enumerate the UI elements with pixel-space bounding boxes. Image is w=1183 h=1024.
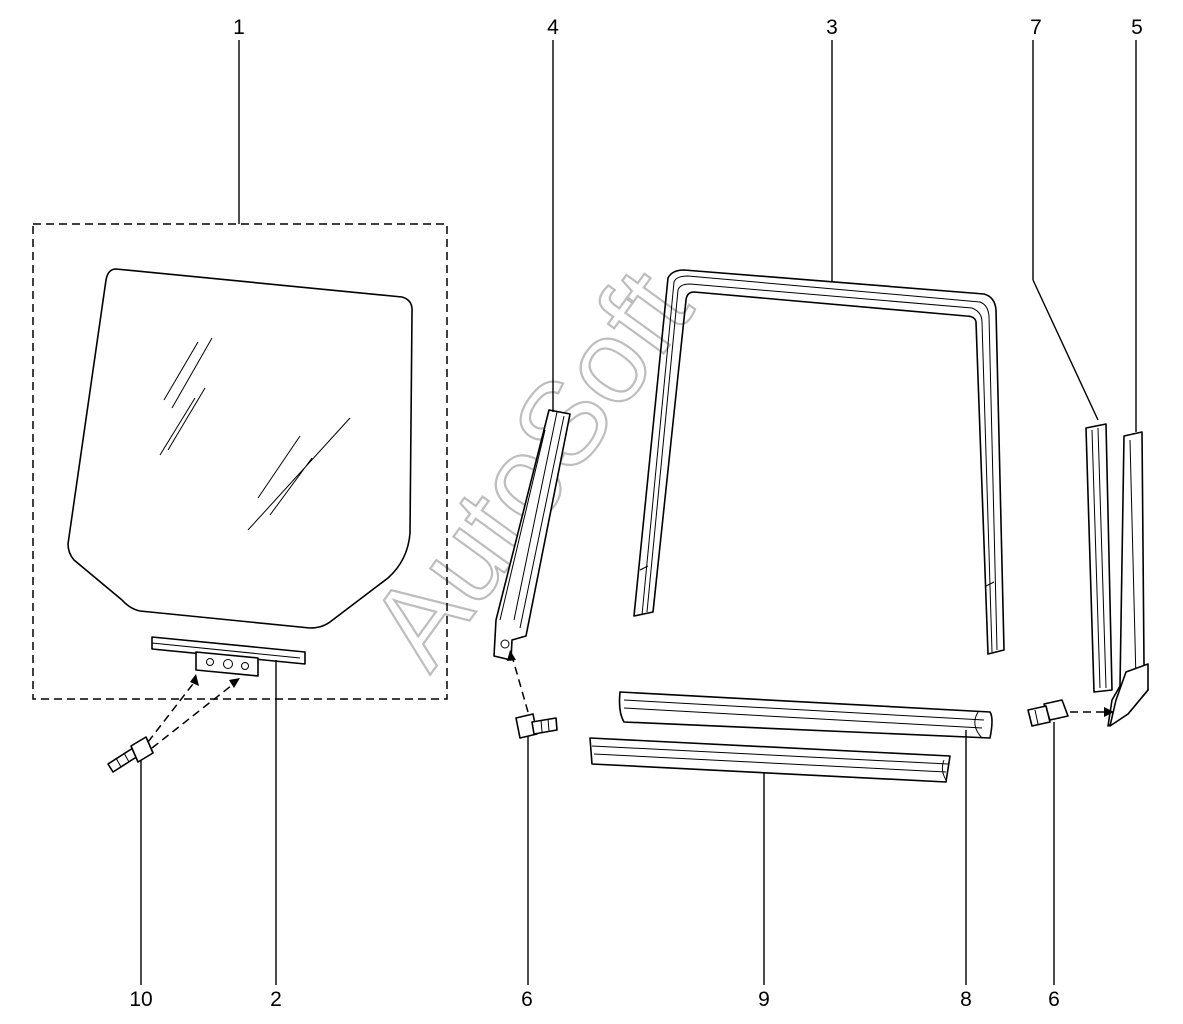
callout-7: 7 bbox=[1030, 16, 1042, 39]
callout-4: 4 bbox=[547, 16, 559, 39]
callout-6b: 6 bbox=[1048, 988, 1060, 1011]
callout-6a: 6 bbox=[521, 988, 533, 1011]
rear-channel-bracket bbox=[1107, 431, 1149, 727]
callout-5: 5 bbox=[1131, 16, 1143, 39]
callout-9: 9 bbox=[758, 988, 770, 1011]
bolt-6-right bbox=[1027, 699, 1114, 727]
callout-10: 10 bbox=[129, 988, 152, 1011]
bolt-6-center bbox=[507, 650, 558, 739]
callout-8: 8 bbox=[960, 988, 972, 1011]
rear-guide-strip bbox=[1085, 423, 1113, 693]
glass-lift-channel bbox=[151, 636, 306, 677]
outer-belt-weatherstrip bbox=[618, 691, 993, 739]
callout-3: 3 bbox=[826, 16, 838, 39]
callout-2: 2 bbox=[270, 988, 282, 1011]
door-glass-panel bbox=[67, 268, 413, 629]
callout-1: 1 bbox=[233, 16, 245, 39]
glass-assembly-boundary bbox=[32, 223, 448, 700]
bolt-10 bbox=[107, 674, 240, 773]
inner-belt-weatherstrip bbox=[589, 737, 951, 783]
leader-7b bbox=[1032, 279, 1099, 421]
front-guide-channel bbox=[493, 409, 571, 661]
window-run-channel bbox=[633, 269, 1005, 655]
